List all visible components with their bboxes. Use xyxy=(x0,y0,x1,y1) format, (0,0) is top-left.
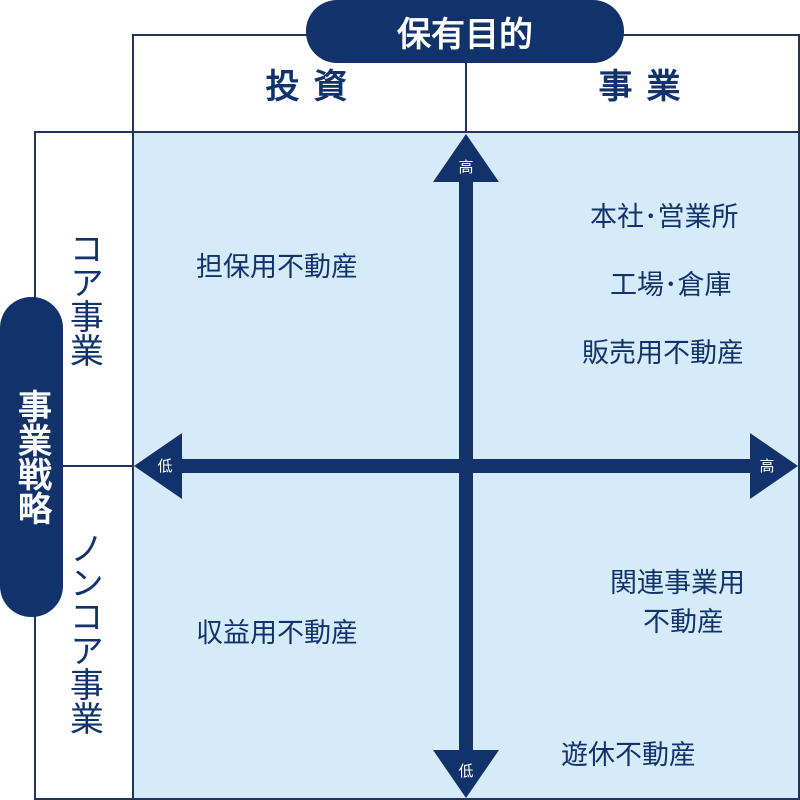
bottom-right-item-line2: 不動産 xyxy=(643,607,724,638)
column-header-business: 事業 xyxy=(598,66,695,107)
top-right-item: 本社･営業所 xyxy=(590,202,739,233)
business-strategy-label: 事業戦略 xyxy=(0,297,63,617)
horizontal-axis-arrow-left xyxy=(134,433,182,499)
grid-line xyxy=(798,34,800,800)
horizontal-axis-shaft xyxy=(175,459,760,473)
top-left-item: 担保用不動産 xyxy=(196,252,358,283)
top-right-item: 販売用不動産 xyxy=(582,338,744,369)
horizontal-axis-left-label: 低 xyxy=(157,457,172,475)
bottom-right-lower-item: 遊休不動産 xyxy=(561,740,696,771)
row-header-noncore: ノンコア事業 xyxy=(63,530,104,735)
top-right-item: 工場･倉庫 xyxy=(610,270,732,301)
vertical-axis-arrow-top xyxy=(433,134,499,182)
grid-line xyxy=(132,34,134,800)
grid-line xyxy=(465,34,467,132)
grid-line xyxy=(34,465,133,467)
bottom-right-item-line1: 関連事業用 xyxy=(610,568,745,599)
bottom-left-item: 収益用不動産 xyxy=(196,618,358,649)
vertical-axis-bottom-label: 低 xyxy=(458,762,473,780)
grid-line xyxy=(34,798,800,800)
row-header-core: コア事業 xyxy=(63,230,104,367)
vertical-axis-top-label: 高 xyxy=(458,158,473,176)
holding-purpose-label: 保有目的 xyxy=(306,0,624,63)
horizontal-axis-right-label: 高 xyxy=(759,457,774,475)
vertical-axis-arrow-bottom xyxy=(433,750,499,798)
grid-line xyxy=(34,131,800,133)
horizontal-axis-arrow-right xyxy=(750,433,798,499)
column-header-investment: 投資 xyxy=(265,66,362,107)
